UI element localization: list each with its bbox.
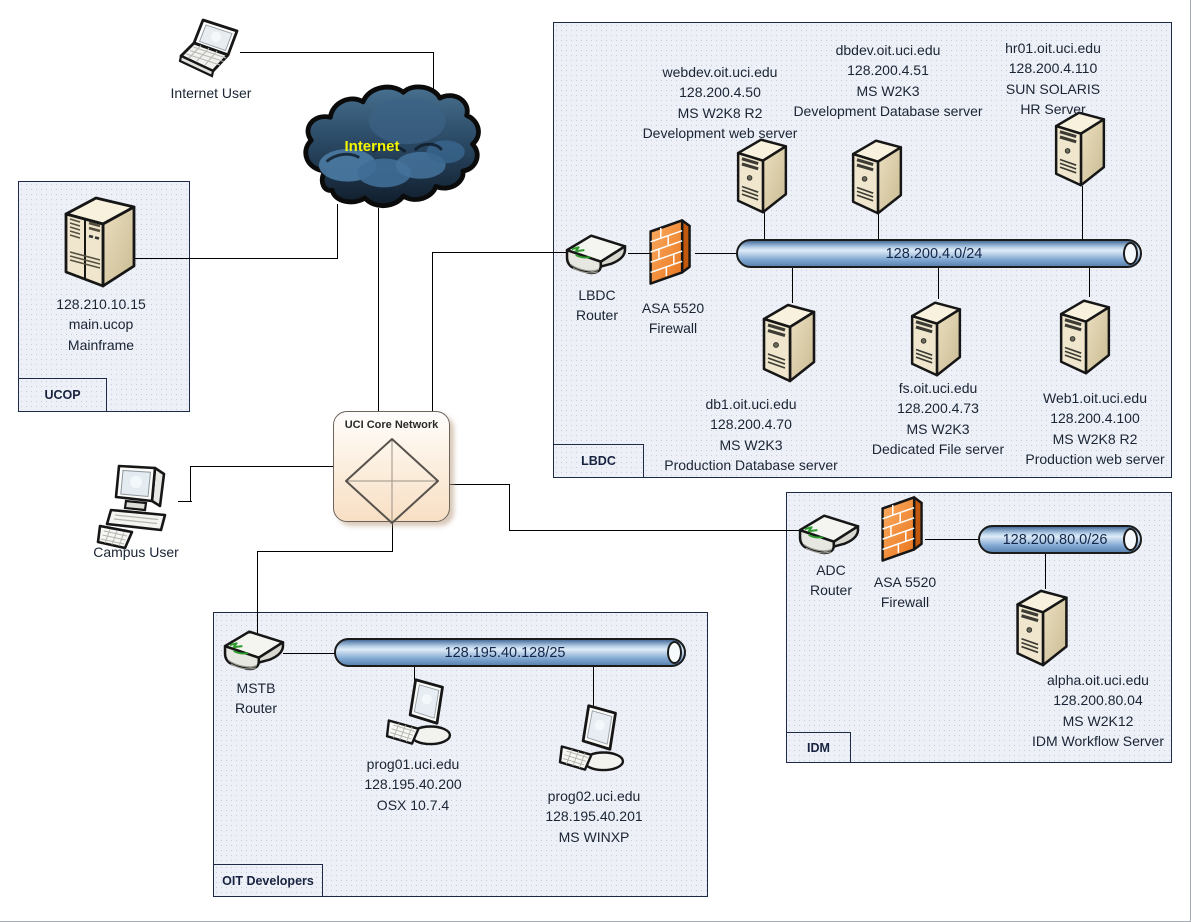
adc-router-icon (798, 514, 860, 555)
connector-line (240, 52, 433, 53)
zone-label-idm: IDM (786, 732, 851, 763)
internet-cloud: Internet (292, 76, 484, 220)
connector-line (432, 252, 575, 253)
connector-line (190, 466, 191, 502)
subnet-pipe-idm: 128.200.80.0/26 (978, 525, 1142, 554)
server-webdev-label: webdev.oit.uci.edu 128.200.4.50 MS W2K8 … (642, 64, 798, 141)
mstb-router-icon (223, 630, 285, 671)
server-webdev-icon (736, 138, 788, 214)
connector-line (392, 522, 393, 552)
prog01-workstation-icon (385, 678, 452, 746)
connector-line (1082, 186, 1083, 241)
server-db1-label: db1.oit.uci.edu 128.200.4.70 MS W2K3 Pro… (664, 396, 838, 473)
connector-line (764, 212, 765, 241)
pipe-end-cap (1123, 528, 1138, 551)
server-web1-label: Web1.oit.uci.edu 128.200.4.100 MS W2K8 R… (1025, 390, 1165, 467)
mstb-router-label: MSTB Router (234, 680, 278, 717)
connector-line (337, 204, 338, 259)
server-db1-icon (762, 303, 816, 383)
server-hr01-label: hr01.oit.uci.edu 128.200.4.110 SUN SOLAR… (1005, 40, 1101, 117)
connector-line (938, 265, 939, 299)
lbdc-firewall-icon (649, 219, 691, 285)
uci-core-network-node: UCI Core Network (333, 411, 450, 524)
adc-router-label: ADC Router (809, 562, 853, 599)
connector-line (925, 539, 982, 540)
server-fs-icon (910, 301, 962, 377)
server-alpha-label: alpha.oit.uci.edu 128.200.80.04 MS W2K12… (1032, 672, 1164, 749)
subnet-label-lbdc: 128.200.4.0/24 (885, 245, 983, 262)
pipe-end-cap (667, 641, 682, 664)
connector-line (695, 253, 739, 254)
ucop-mainframe-icon (64, 196, 136, 288)
connector-line (433, 52, 434, 90)
server-fs-label: fs.oit.uci.edu 128.200.4.73 MS W2K3 Dedi… (871, 380, 1005, 457)
zone-label-ucop: UCOP (18, 378, 107, 412)
connector-line (1089, 265, 1090, 297)
prog01-label: prog01.uci.edu 128.195.40.200 OSX 10.7.4 (364, 756, 462, 813)
connector-line (509, 530, 809, 531)
idm-firewall-label: ASA 5520 Firewall (873, 574, 937, 611)
connector-line (378, 208, 379, 412)
subnet-label-oit: 128.195.40.128/25 (444, 644, 566, 661)
ucop-mainframe-label: 128.210.10.15 main.ucop Mainframe (56, 296, 146, 353)
server-dbdev-icon (851, 139, 903, 215)
connector-line (414, 665, 415, 689)
idm-firewall-icon (881, 496, 923, 562)
prog02-label: prog02.uci.edu 128.195.40.201 MS WINXP (545, 788, 643, 845)
connector-line (257, 551, 393, 552)
connector-line (450, 484, 510, 485)
core-diamond-icon (345, 438, 439, 524)
subnet-pipe-lbdc: 128.200.4.0/24 (736, 239, 1142, 268)
server-web1-icon (1059, 299, 1111, 375)
connector-line (628, 253, 650, 254)
server-dbdev-label: dbdev.oit.uci.edu 128.200.4.51 MS W2K3 D… (793, 42, 983, 119)
subnet-pipe-oit: 128.195.40.128/25 (334, 638, 686, 667)
lbdc-firewall-label: ASA 5520 Firewall (641, 300, 705, 337)
connector-line (432, 252, 433, 412)
connector-line (1045, 551, 1046, 589)
server-alpha-icon (1016, 589, 1068, 667)
connector-line (190, 466, 335, 467)
connector-line (178, 501, 192, 502)
connector-line (133, 258, 337, 259)
internet-cloud-label: Internet (344, 138, 400, 155)
connector-line (593, 665, 594, 713)
connector-line (792, 265, 793, 303)
internet-user-label: Internet User (170, 85, 252, 101)
connector-line (509, 484, 510, 531)
connector-line (257, 551, 258, 638)
lbdc-router-icon (565, 234, 627, 275)
internet-user-laptop-icon (178, 18, 239, 78)
lbdc-router-label: LBDC Router (575, 287, 619, 324)
connector-line (878, 210, 879, 241)
zone-label-oit-developers: OIT Developers (213, 864, 323, 897)
uci-core-network-title: UCI Core Network (344, 419, 439, 431)
prog02-workstation-icon (558, 704, 625, 772)
connector-line (283, 653, 337, 654)
zone-label-lbdc: LBDC (553, 444, 644, 478)
pipe-end-cap (1123, 242, 1138, 265)
subnet-label-idm: 128.200.80.0/26 (1002, 531, 1108, 548)
campus-user-label: Campus User (93, 544, 179, 560)
